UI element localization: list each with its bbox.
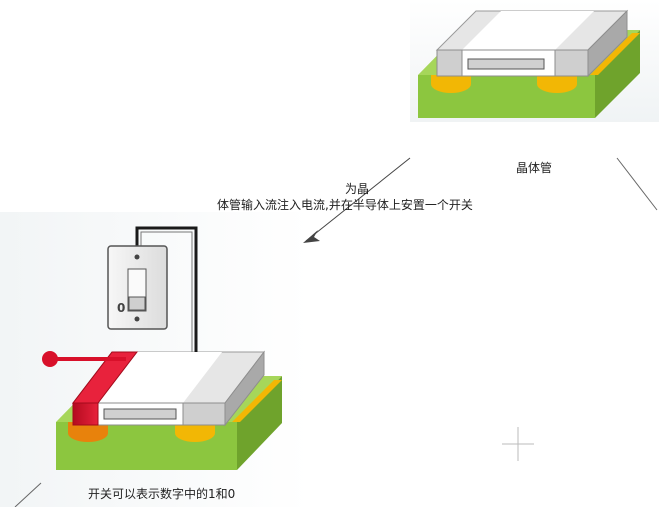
input-probe-knob[interactable] (42, 351, 58, 367)
substrate-side-face (595, 30, 640, 118)
crosshair-icon (502, 427, 534, 461)
gate-channel (467, 58, 545, 70)
transistor-top (418, 9, 640, 118)
switch-toggle[interactable] (128, 296, 146, 311)
decor-line-right (616, 157, 658, 211)
transistor-label: 晶体管 (516, 160, 552, 175)
caption-line-1: 为晶 (345, 182, 369, 196)
light-switch[interactable]: 0 (107, 245, 168, 330)
bottom-caption: 开关可以表示数字中的1和0 (88, 486, 235, 501)
caption-line-2: 体管输入流注入电流,并在半导体上安置一个开关 (217, 197, 473, 212)
input-region-front (72, 402, 99, 426)
decor-line-bottom-left (14, 482, 42, 507)
arrow (303, 157, 411, 243)
transistor-bottom (42, 350, 282, 470)
switch-state-label: 0 (117, 301, 125, 315)
